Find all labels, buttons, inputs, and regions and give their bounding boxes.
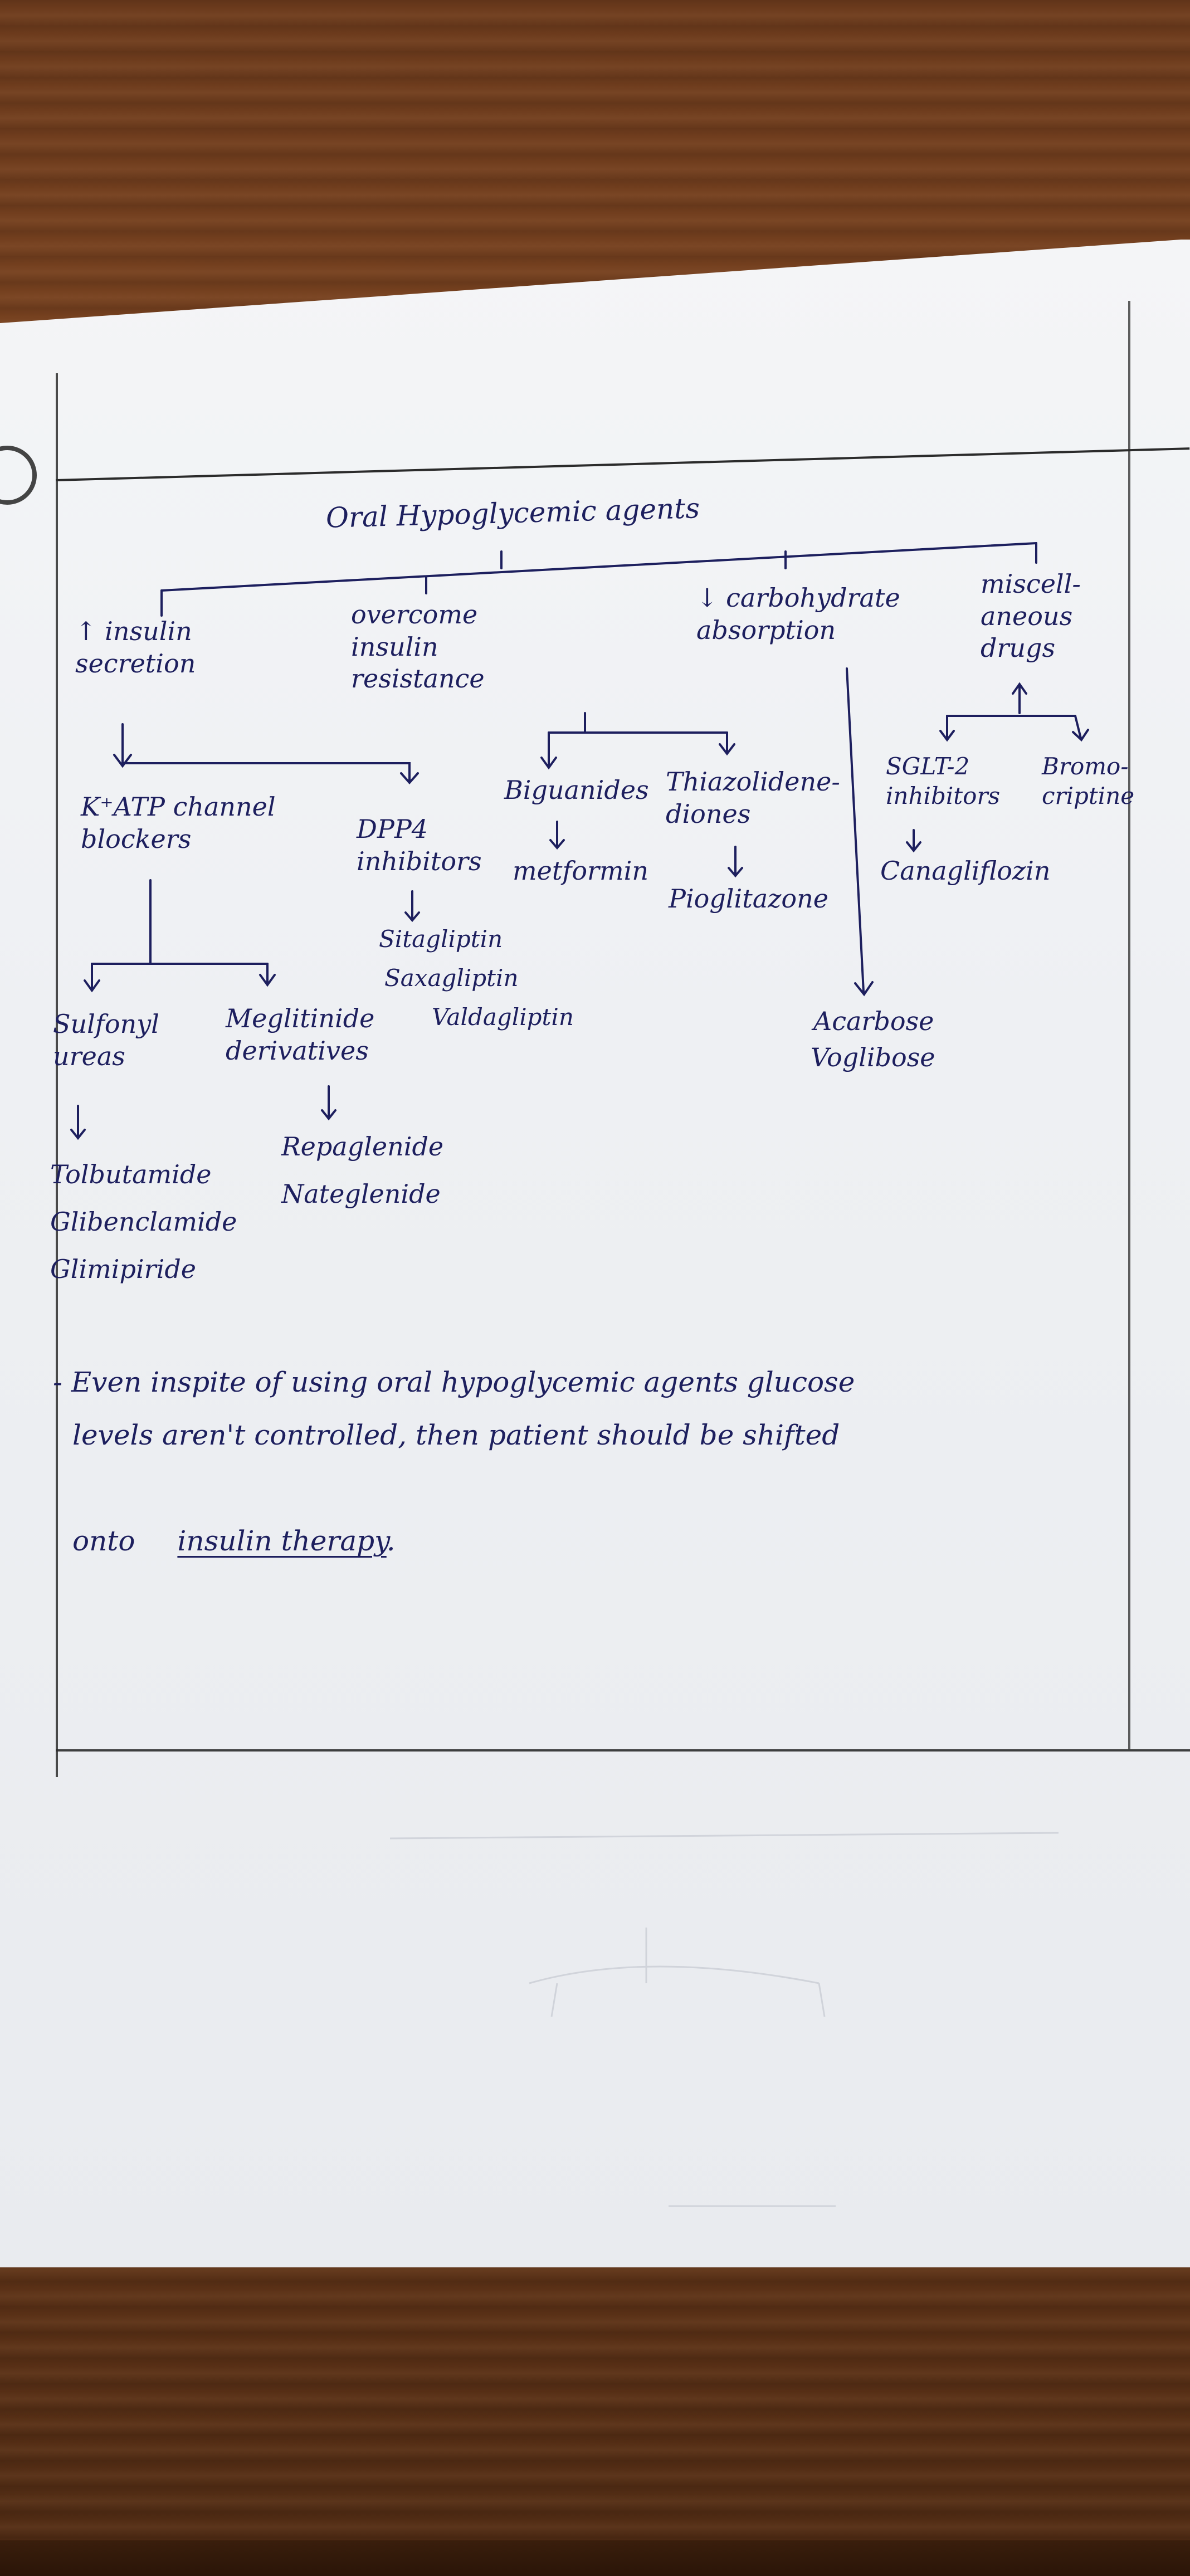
sglt2-to-canagliflozin <box>906 829 921 853</box>
root-bracket <box>160 542 1037 592</box>
table-edge <box>0 2540 1190 2576</box>
branch-carbohydrate-absorption: ↓ carbohydrate absorption <box>696 583 900 645</box>
note-line-3-suffix: . <box>386 1525 396 1557</box>
bromocriptine-arrow <box>1072 715 1089 742</box>
carbohydrate-drug-voglibose: Voglibose <box>811 1042 935 1072</box>
katp-channel-blockers: K⁺ATP channel blockers <box>81 792 276 854</box>
note-line-2: levels aren't controlled, then patient s… <box>72 1419 840 1451</box>
tzd-to-pioglitazone <box>728 846 743 878</box>
sglt2-drug-canagliflozin: Canagliflozin <box>880 856 1051 886</box>
dpp4-inhibitors: DPP4 inhibitors <box>357 814 482 876</box>
sulfonylurea-drug-glibenclamide: Glibenclamide <box>50 1207 237 1237</box>
sulfonylurea-arrow <box>84 963 100 993</box>
biguanide-arrow <box>540 731 557 770</box>
dpp4-to-drugs-arrow <box>404 890 420 923</box>
sulfonylurea-drug-glimipiride: Glimipiride <box>50 1254 197 1284</box>
note-line-3-prefix: onto <box>72 1525 135 1557</box>
carbohydrate-drug-acarbose: Acarbose <box>813 1006 934 1036</box>
meglitinide-drug-nateglenide: Nateglenide <box>281 1179 441 1209</box>
dpp4-drug-saxagliptin: Saxagliptin <box>384 964 519 992</box>
branch-insulin-secretion: ↑ insulin secretion <box>75 616 196 679</box>
biguanides: Biguanides <box>504 775 649 805</box>
meglitinide-arrow <box>259 963 276 987</box>
biguanide-to-metformin <box>549 821 565 850</box>
meglitinide-to-drugs <box>321 1085 336 1121</box>
meglitinide-drug-repaglenide: Repaglenide <box>281 1131 444 1162</box>
tzd-arrow <box>719 731 735 756</box>
dpp4-arrowhead <box>400 772 419 785</box>
dpp4-drug-valdagliptin: Valdagliptin <box>432 1003 574 1031</box>
dpp4-drug-sitagliptin: Sitagliptin <box>379 925 503 953</box>
branch-insulin-resistance: overcome insulin resistance <box>351 599 485 694</box>
biguanide-drug-metformin: metformin <box>513 856 648 886</box>
page-right-margin-rule <box>1128 301 1130 1749</box>
thiazolidinediones: Thiazolidene-diones <box>666 767 840 829</box>
meglitinide-derivatives: Meglitinide derivatives <box>226 1003 375 1066</box>
sulfonylurea-to-drugs <box>70 1105 86 1140</box>
binder-ring <box>0 446 37 505</box>
tzd-drug-pioglitazone: Pioglitazone <box>669 884 828 914</box>
notebook-page <box>0 240 1190 2267</box>
bromocriptine: Bromo-criptine <box>1042 753 1135 809</box>
secretion-bracket <box>121 762 411 781</box>
note-emphasis-insulin-therapy: insulin therapy <box>177 1525 387 1557</box>
sglt2-arrow <box>939 715 955 742</box>
sglt2-inhibitors: SGLT-2 inhibitors <box>886 753 1001 809</box>
note-line-3: onto insulin therapy. <box>72 1524 396 1559</box>
page-footer-rule <box>56 1749 1190 1752</box>
secretion-arrowhead <box>113 754 132 768</box>
page-left-margin-rule <box>56 373 58 1777</box>
carbohydrate-arrow <box>846 667 874 997</box>
sulfonylureas: Sulfonyl ureas <box>53 1009 159 1071</box>
sulfonylurea-drug-tolbutamide: Tolbutamide <box>50 1159 212 1189</box>
misc-up-arrow <box>1012 682 1027 714</box>
branch-miscellaneous-drugs: miscell-aneous drugs <box>981 569 1081 663</box>
note-line-1: - Even inspite of using oral hypoglycemi… <box>53 1366 855 1398</box>
